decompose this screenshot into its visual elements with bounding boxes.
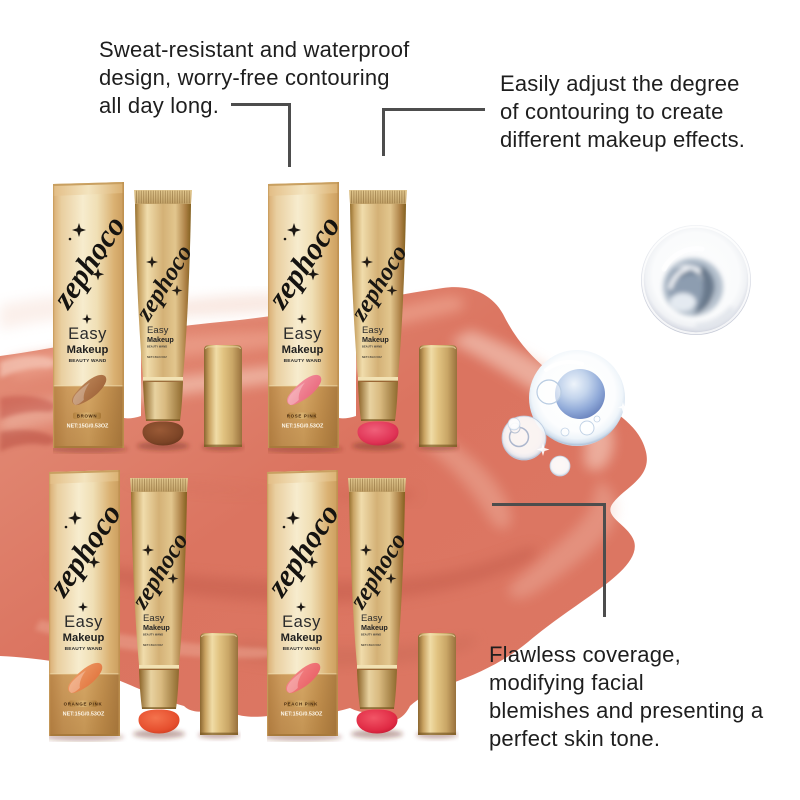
svg-text:BEAUTY WAND: BEAUTY WAND	[284, 358, 322, 364]
svg-text:Makeup: Makeup	[63, 632, 105, 644]
svg-text:Easy: Easy	[362, 325, 384, 336]
svg-text:Easy: Easy	[282, 613, 321, 631]
svg-text:Makeup: Makeup	[281, 632, 323, 644]
svg-text:Makeup: Makeup	[143, 623, 170, 632]
svg-text:NET:15G/0.53OZ: NET:15G/0.53OZ	[63, 712, 105, 718]
svg-text:NET:15G/0.5OZ: NET:15G/0.5OZ	[361, 643, 381, 647]
svg-text:PEACH PINK: PEACH PINK	[284, 701, 318, 706]
svg-text:BEAUTY WAND: BEAUTY WAND	[362, 346, 382, 349]
svg-text:BEAUTY WAND: BEAUTY WAND	[143, 634, 163, 637]
svg-text:Makeup: Makeup	[362, 335, 389, 344]
svg-text:ORANGE PINK: ORANGE PINK	[64, 701, 103, 706]
svg-text:NET:15G/0.5OZ: NET:15G/0.5OZ	[143, 643, 163, 647]
svg-text:BROWN: BROWN	[77, 413, 98, 418]
svg-text:BEAUTY WAND: BEAUTY WAND	[283, 646, 321, 652]
svg-text:NET:15G/0.5OZ: NET:15G/0.5OZ	[362, 355, 382, 359]
svg-text:BEAUTY WAND: BEAUTY WAND	[69, 358, 107, 364]
svg-text:Makeup: Makeup	[67, 344, 109, 356]
svg-text:BEAUTY WAND: BEAUTY WAND	[65, 646, 103, 652]
svg-text:BEAUTY WAND: BEAUTY WAND	[147, 346, 167, 349]
svg-text:Easy: Easy	[147, 325, 169, 336]
svg-text:Easy: Easy	[64, 613, 103, 631]
svg-text:BEAUTY WAND: BEAUTY WAND	[361, 634, 381, 637]
svg-text:Easy: Easy	[143, 613, 165, 624]
svg-text:ROSE PINK: ROSE PINK	[287, 413, 318, 418]
svg-text:NET:15G/0.53OZ: NET:15G/0.53OZ	[282, 424, 324, 430]
svg-text:Easy: Easy	[68, 325, 107, 343]
svg-text:Makeup: Makeup	[147, 335, 174, 344]
svg-text:Easy: Easy	[361, 613, 383, 624]
svg-text:NET:15G/0.53OZ: NET:15G/0.53OZ	[67, 424, 109, 430]
svg-text:Makeup: Makeup	[361, 623, 388, 632]
svg-text:Easy: Easy	[283, 325, 322, 343]
svg-text:NET:15G/0.53OZ: NET:15G/0.53OZ	[281, 712, 323, 718]
svg-text:NET:15G/0.5OZ: NET:15G/0.5OZ	[147, 355, 167, 359]
svg-text:Makeup: Makeup	[282, 344, 324, 356]
